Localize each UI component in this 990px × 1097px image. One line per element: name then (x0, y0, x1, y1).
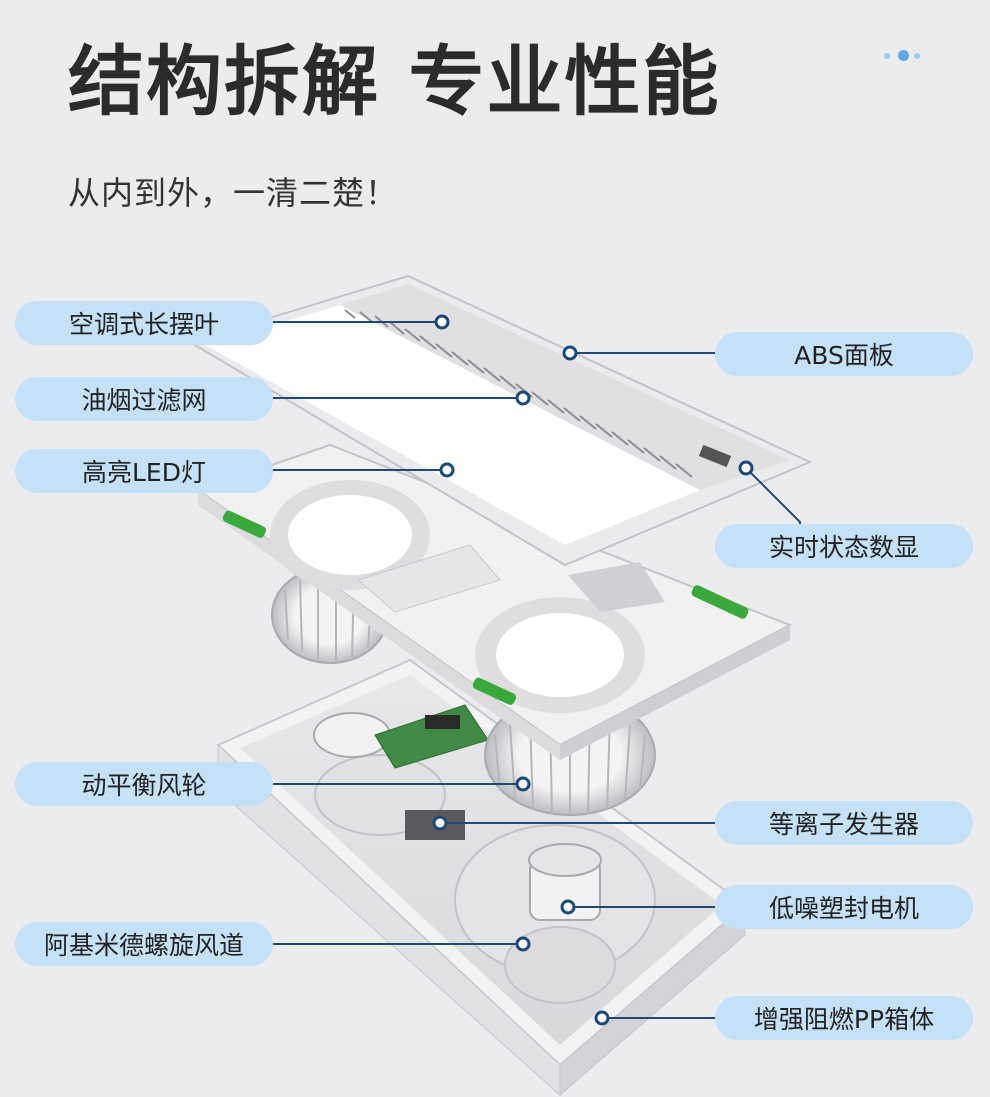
label-plasma: 等离子发生器 (715, 801, 973, 845)
label-abs-panel: ABS面板 (715, 332, 973, 376)
label-pp-box: 增强阻燃PP箱体 (715, 996, 973, 1040)
label-display: 实时状态数显 (715, 524, 973, 568)
pp-box-shape (216, 658, 747, 1097)
label-louver: 空调式长摆叶 (15, 301, 273, 345)
pagination-dots-icon (884, 50, 924, 62)
mounting-frame-shape (195, 443, 793, 760)
label-motor: 低噪塑封电机 (715, 885, 973, 929)
page-title: 结构拆解 专业性能 (68, 37, 721, 126)
abs-panel-shape (187, 274, 813, 567)
label-air-duct: 阿基米德螺旋风道 (15, 922, 273, 966)
leader-dots (432, 314, 754, 1026)
page-subtitle: 从内到外，一清二楚！ (68, 174, 399, 212)
label-oil-filter: 油烟过滤网 (15, 377, 273, 421)
label-led-light: 高亮LED灯 (15, 449, 273, 493)
label-fan-wheel: 动平衡风轮 (15, 762, 273, 806)
